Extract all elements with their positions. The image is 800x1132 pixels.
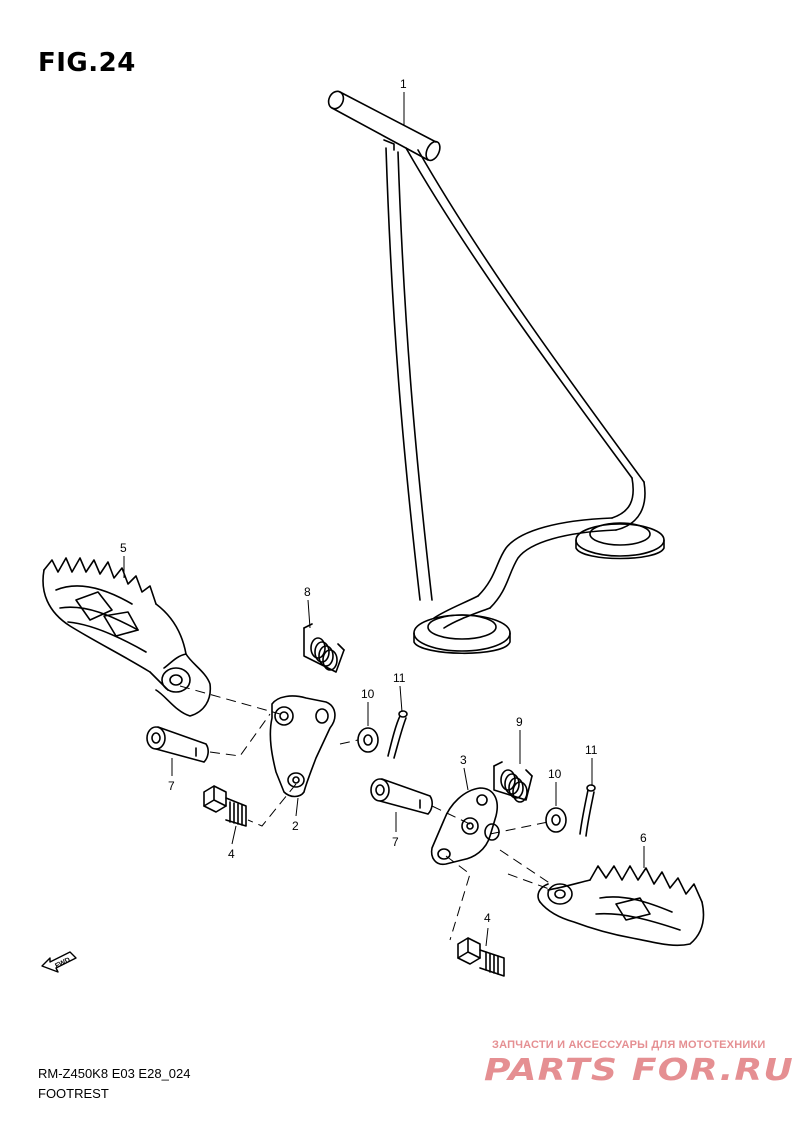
part-10-washer-left bbox=[357, 727, 379, 753]
part-11-cotter-left bbox=[387, 710, 408, 759]
part-4-bolt-right bbox=[457, 937, 505, 977]
assembly-lines bbox=[179, 685, 555, 941]
fwd-direction-arrow-icon: FWD bbox=[41, 951, 77, 973]
part-7-pin-left bbox=[146, 726, 209, 763]
callout-7-right: 7 bbox=[392, 835, 399, 849]
part-10-washer-left-hole bbox=[363, 734, 373, 746]
part-5-left-footpeg bbox=[42, 557, 212, 717]
watermark-tagline: ЗАПЧАСТИ И АКСЕССУАРЫ ДЛЯ МОТОТЕХНИКИ bbox=[492, 1039, 766, 1051]
callout-9: 9 bbox=[516, 715, 523, 729]
callout-4-left: 4 bbox=[228, 847, 235, 861]
part-6-right-footpeg bbox=[537, 865, 705, 947]
leader-lines bbox=[123, 92, 645, 947]
part-4-bolt-left bbox=[203, 785, 247, 827]
callout-2: 2 bbox=[292, 819, 299, 833]
part-8-spring bbox=[303, 623, 345, 673]
callout-11-right: 11 bbox=[585, 743, 598, 757]
callout-5: 5 bbox=[120, 541, 127, 555]
model-code: RM-Z450K8 E03 E28_024 bbox=[38, 1066, 191, 1081]
callout-10-left: 10 bbox=[361, 687, 375, 701]
part-11-cotter-right bbox=[579, 784, 596, 837]
part-9-spring bbox=[493, 761, 533, 803]
callout-4-right: 4 bbox=[484, 911, 491, 925]
part-3-right-bracket bbox=[430, 787, 500, 866]
callout-7-left: 7 bbox=[168, 779, 175, 793]
part-1-stand bbox=[327, 90, 665, 655]
callout-3: 3 bbox=[460, 753, 467, 767]
part-2-left-bracket bbox=[269, 695, 336, 798]
watermark-logo-text: PARTS FOR.RU bbox=[484, 1053, 794, 1086]
callout-8: 8 bbox=[304, 585, 311, 599]
callout-6: 6 bbox=[640, 831, 647, 845]
callout-1: 1 bbox=[400, 77, 407, 91]
watermark-logo: PARTS FOR.RU bbox=[484, 1053, 794, 1086]
part-7-pin-right bbox=[370, 778, 433, 815]
part-10-washer-right bbox=[545, 807, 567, 833]
part-10-washer-right-hole bbox=[551, 814, 561, 826]
figure-title: FIG.24 bbox=[38, 48, 136, 78]
callout-11-left: 11 bbox=[393, 671, 406, 685]
section-name: FOOTREST bbox=[38, 1086, 109, 1101]
callout-10-right: 10 bbox=[548, 767, 562, 781]
